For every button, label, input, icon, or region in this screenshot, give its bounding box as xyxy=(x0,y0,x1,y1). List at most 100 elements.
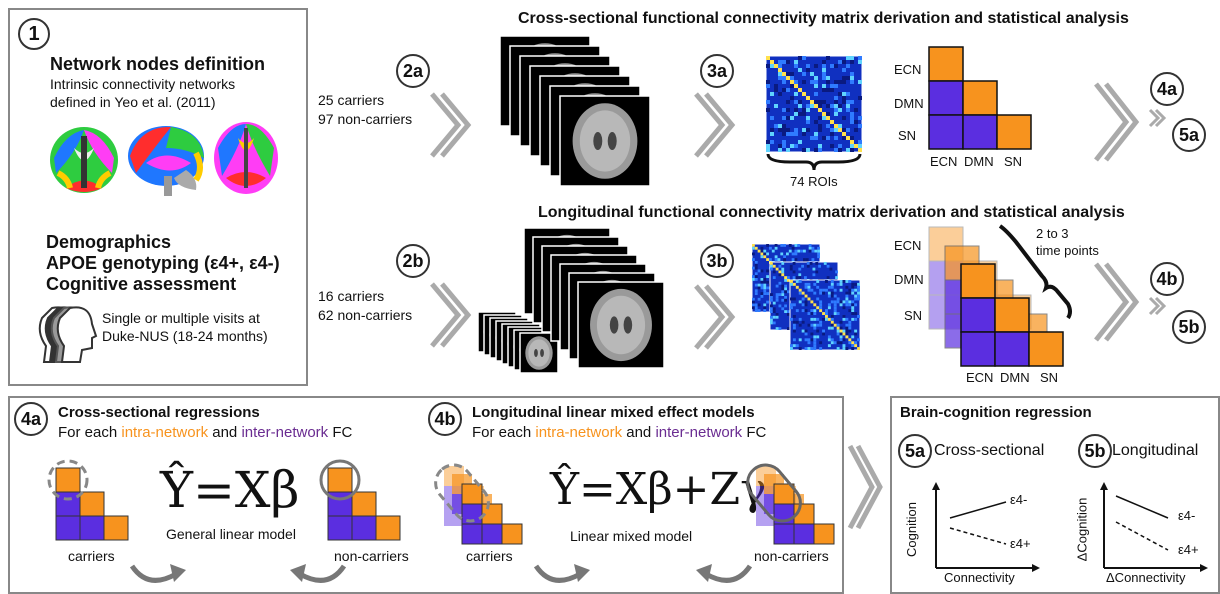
step5a-badge: 5a xyxy=(1172,118,1206,152)
curved-arrow-4b-right-icon xyxy=(696,564,753,583)
brain-sagittal-image xyxy=(128,126,204,196)
fmri-slice xyxy=(577,281,665,369)
noncarriers-matrix-4b xyxy=(746,463,835,545)
plot5a-ylabel: Cognition xyxy=(903,502,919,557)
long-dmn-label: DMN xyxy=(894,272,924,287)
visits-line-1: Single or multiple visits at xyxy=(102,310,260,326)
carriers-matrix-4b xyxy=(434,463,523,545)
small-arrows-a-icon xyxy=(1148,108,1167,128)
connectivity-matrix xyxy=(789,279,861,351)
plot5a-xlabel: Connectivity xyxy=(944,570,1015,585)
plot5b-e4pos: ε4+ xyxy=(1178,542,1199,557)
fmri-small-stack-image xyxy=(477,311,559,374)
long-ecn-label: ECN xyxy=(894,238,922,253)
cross-noncarriers: 97 non-carriers xyxy=(318,111,413,127)
glm-label: General linear model xyxy=(166,526,296,542)
connectivity-matrix xyxy=(765,55,863,153)
panel5a-badge: 5a xyxy=(898,434,932,468)
long-noncarriers: 62 non-carriers xyxy=(318,307,413,323)
brain-axial-image xyxy=(50,127,118,193)
step2b-badge: 2b xyxy=(396,244,430,278)
plot5b-xlabel: ΔConnectivity xyxy=(1106,570,1186,585)
chevron-3b-icon xyxy=(694,284,736,350)
long-sn-xlabel: SN xyxy=(1040,370,1059,385)
brain-cognition-panel: Brain-cognition regression 5a Cross-sect… xyxy=(890,396,1220,594)
step1-badge: 1 xyxy=(18,18,50,50)
timepoints-line-2: time points xyxy=(1036,243,1099,258)
cross-carriers: 25 carriers xyxy=(318,92,385,108)
long-title: Longitudinal functional connectivity mat… xyxy=(538,204,1125,221)
long-dmn-xlabel: DMN xyxy=(1000,370,1030,385)
panel4b-subtitle: For each intra-network and inter-network… xyxy=(472,424,767,441)
plot5b-ylabel: ΔCognition xyxy=(1074,497,1090,562)
step2a-badge: 2a xyxy=(396,54,430,88)
panel4b-badge: 4b xyxy=(428,402,462,436)
brain-coronal-image xyxy=(214,122,278,194)
panel4a-subtitle: For each intra-network and inter-network… xyxy=(58,424,353,441)
curved-arrow-4a-right-icon xyxy=(290,564,347,583)
apoe-label: APOE genotyping (ε4+, ε4-) xyxy=(46,253,280,273)
plot5a-e4pos: ε4+ xyxy=(1010,536,1031,551)
step3b-badge: 3b xyxy=(700,244,734,278)
cross-ecn-label: ECN xyxy=(894,62,922,77)
fmri-slice xyxy=(559,95,651,187)
visits-line-2: Duke-NUS (18-24 months) xyxy=(102,328,268,344)
lmm-label: Linear mixed model xyxy=(570,528,693,544)
chevron-bottom-icon xyxy=(847,444,883,530)
visits-heads-icon xyxy=(38,306,98,363)
panel4b-title: Longitudinal linear mixed effect models xyxy=(472,404,755,421)
roi-brace-icon xyxy=(766,153,862,171)
connectivity-matrix-cross-image xyxy=(765,55,863,153)
panel5b-label: Longitudinal xyxy=(1112,442,1199,459)
carriers-matrix-4a xyxy=(47,459,129,541)
nodes-title: Network nodes definition xyxy=(50,54,266,74)
panel5b-badge: 5b xyxy=(1078,434,1112,468)
long-ecn-xlabel: ECN xyxy=(966,370,994,385)
panel4b-noncarriers-label: non-carriers xyxy=(754,548,829,564)
noncarriers-matrix-4a xyxy=(319,459,401,541)
long-carriers: 16 carriers xyxy=(318,288,385,304)
plot5b-e4neg: ε4- xyxy=(1178,508,1196,523)
panel5a-label: Cross-sectional xyxy=(934,442,1045,459)
step4a-badge: 4a xyxy=(1150,72,1184,106)
cross-dmn-label: DMN xyxy=(894,96,924,111)
curved-arrow-4b-left-icon xyxy=(533,564,590,583)
plot5a-e4neg: ε4- xyxy=(1010,492,1028,507)
nodes-desc-2: defined in Yeo et al. (2011) xyxy=(50,94,216,110)
cross-dmn-xlabel: DMN xyxy=(964,154,994,169)
cross-ecn-xlabel: ECN xyxy=(930,154,958,169)
long-sn-label: SN xyxy=(904,308,923,323)
network-matrix-cross xyxy=(928,46,1032,150)
panel4a-carriers-label: carriers xyxy=(68,548,115,564)
plot-5a xyxy=(932,482,1040,572)
chevron-4b-icon xyxy=(1094,262,1140,342)
glm-equation: Ŷ=Xβ xyxy=(160,461,300,519)
chevron-2a-icon xyxy=(430,92,472,158)
curved-arrow-4a-left-icon xyxy=(129,564,186,583)
connectivity-matrix-long-image xyxy=(751,243,861,351)
step3a-badge: 3a xyxy=(700,54,734,88)
chevron-2b-icon xyxy=(430,282,472,348)
chevron-3a-icon xyxy=(694,92,736,158)
chevron-4a-icon xyxy=(1094,82,1140,162)
timepoints-brace-icon xyxy=(998,224,1072,320)
step4b-badge: 4b xyxy=(1150,262,1184,296)
step5b-badge: 5b xyxy=(1172,310,1206,344)
panel4b-carriers-label: carriers xyxy=(466,548,513,564)
cross-sn-xlabel: SN xyxy=(1004,154,1023,169)
panel4a-badge: 4a xyxy=(14,402,48,436)
cross-title: Cross-sectional functional connectivity … xyxy=(518,10,1129,27)
cognitive-label: Cognitive assessment xyxy=(46,274,237,294)
fmri-stack-cross-image xyxy=(499,35,651,187)
network-matrix-long xyxy=(928,226,1064,367)
panel5-title: Brain-cognition regression xyxy=(900,404,1092,421)
panel4a-title: Cross-sectional regressions xyxy=(58,404,260,421)
fmri-stack-long-image xyxy=(523,227,665,369)
cross-sn-label: SN xyxy=(898,128,917,143)
panel4a-noncarriers-label: non-carriers xyxy=(334,548,409,564)
plot-5b xyxy=(1100,482,1208,572)
brain-atlas-images xyxy=(50,122,278,196)
timepoints-line-1: 2 to 3 xyxy=(1036,226,1069,241)
rois-label: 74 ROIs xyxy=(790,174,838,189)
small-arrows-b-icon xyxy=(1148,296,1167,316)
